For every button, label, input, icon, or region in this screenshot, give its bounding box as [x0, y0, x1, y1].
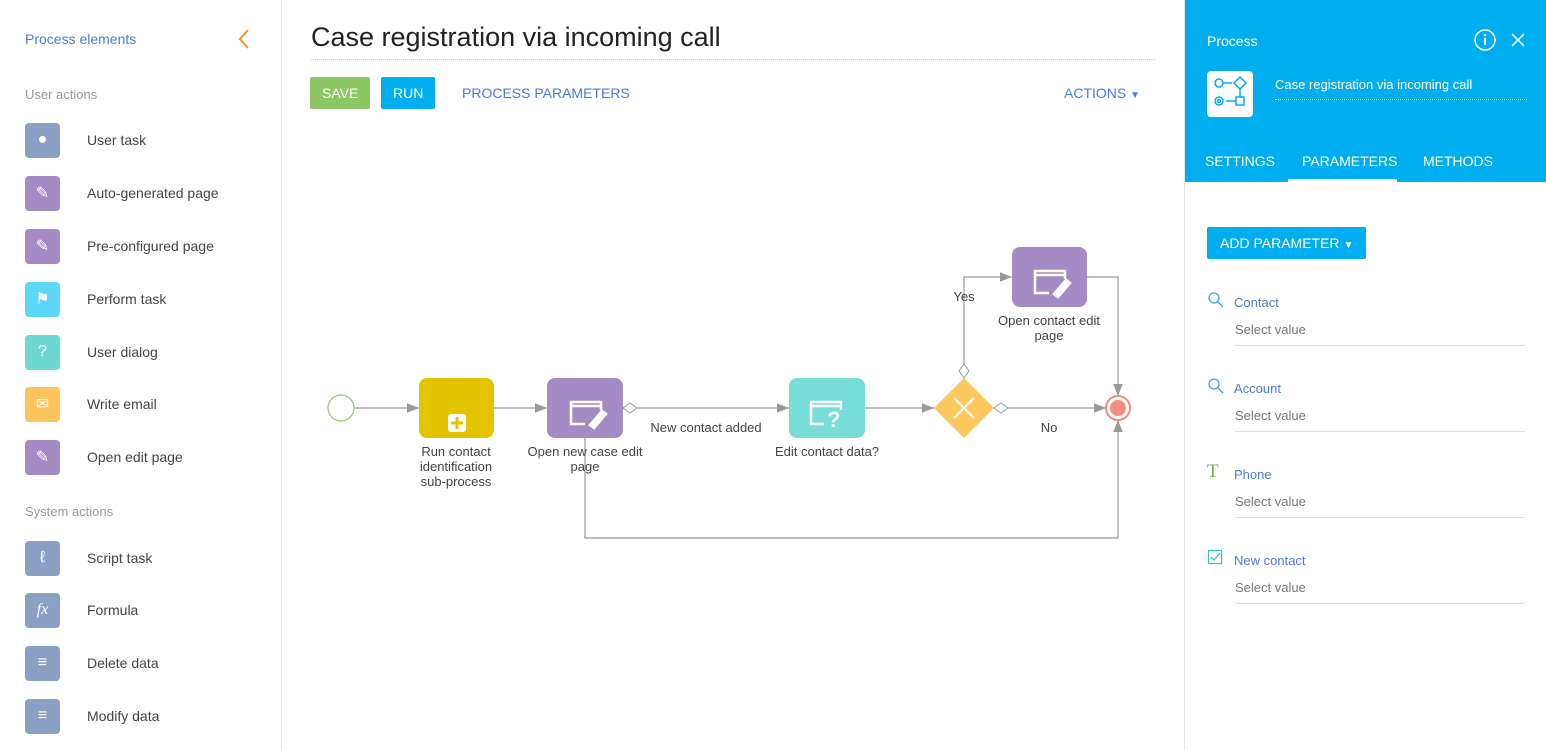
- sidebar-item-open-edit-page[interactable]: ✎ Open edit page: [25, 439, 265, 475]
- parameter-value[interactable]: Select value: [1235, 408, 1525, 432]
- flow-line-yes[interactable]: [963, 272, 1012, 378]
- collapse-chevron-icon[interactable]: [236, 26, 252, 52]
- process-parameters-link[interactable]: PROCESS PARAMETERS: [462, 85, 630, 101]
- process-properties-panel: Process Case registration via incoming c…: [1184, 0, 1546, 750]
- process-icon: [1207, 71, 1253, 117]
- user-icon: ●: [25, 122, 60, 158]
- sidebar-item-auto-generated-page[interactable]: ✎ Auto-generated page: [25, 175, 265, 211]
- process-name-field[interactable]: Case registration via incoming call: [1275, 77, 1527, 100]
- page-edit-icon: [1033, 269, 1072, 299]
- close-icon[interactable]: [1510, 32, 1526, 48]
- sidebar-item-label: User dialog: [87, 344, 158, 360]
- sidebar-item-perform-task[interactable]: ⚑ Perform task: [25, 281, 265, 317]
- page-title: Case registration via incoming call: [311, 22, 1156, 60]
- save-button[interactable]: SAVE: [310, 77, 371, 109]
- script-icon: ℓ: [25, 540, 60, 576]
- sidebar-item-label: Pre-configured page: [87, 238, 214, 254]
- parameter-label: Contact: [1234, 295, 1279, 310]
- checkbox-icon: [1207, 549, 1223, 565]
- sidebar-item-label: Delete data: [87, 655, 159, 671]
- parameter-label: Account: [1234, 381, 1281, 396]
- user-dialog-node[interactable]: ?: [789, 378, 865, 438]
- group-system-actions: System actions: [25, 504, 114, 519]
- user-dialog-label: Edit contact data?: [775, 444, 879, 459]
- add-parameter-label: ADD PARAMETER: [1220, 235, 1340, 251]
- sidebar-item-label: Modify data: [87, 708, 160, 724]
- add-parameter-button[interactable]: ADD PARAMETER ▼: [1207, 227, 1367, 259]
- parameter-label: Phone: [1234, 467, 1272, 482]
- parameter-value[interactable]: Select value: [1235, 580, 1525, 604]
- sidebar-item-label: Script task: [87, 550, 153, 566]
- flow-label-yes: Yes: [953, 289, 975, 304]
- x-icon: [953, 397, 975, 419]
- sidebar-item-label: Formula: [87, 602, 139, 618]
- lookup-icon: [1208, 378, 1224, 394]
- actions-label: ACTIONS: [1064, 85, 1127, 101]
- sidebar-item-label: Write email: [87, 396, 157, 412]
- tab-parameters[interactable]: PARAMETERS: [1288, 153, 1397, 182]
- modify-data-icon: ≡: [25, 698, 60, 734]
- conditional-flow-marker: [958, 363, 970, 379]
- sidebar-item-pre-configured-page[interactable]: ✎ Pre-configured page: [25, 228, 265, 264]
- sidebar-item-label: Perform task: [87, 291, 167, 307]
- delete-data-icon: ≡: [25, 645, 60, 681]
- conditional-flow-marker: [993, 402, 1009, 414]
- page-edit-icon: [569, 400, 608, 430]
- parameter-value[interactable]: Select value: [1235, 494, 1525, 518]
- sidebar-item-label: Open edit page: [87, 449, 183, 465]
- exclusive-gateway[interactable]: [934, 378, 994, 438]
- envelope-icon: ✉: [25, 386, 60, 422]
- tab-settings[interactable]: SETTINGS: [1205, 153, 1276, 169]
- open-contact-page-node[interactable]: [1012, 247, 1087, 307]
- page-edit-icon: ✎: [25, 175, 60, 211]
- flag-icon: ⚑: [25, 281, 60, 317]
- page-edit-icon: ✎: [25, 439, 60, 475]
- sidebar-item-modify-data[interactable]: ≡ Modify data: [25, 698, 265, 734]
- start-event[interactable]: [327, 394, 355, 422]
- sidebar-item-formula[interactable]: fx Formula: [25, 592, 265, 628]
- info-icon[interactable]: [1473, 28, 1497, 52]
- group-user-actions: User actions: [25, 87, 98, 102]
- page-edit-icon: ✎: [25, 228, 60, 264]
- tab-methods[interactable]: METHODS: [1423, 153, 1493, 169]
- parameter-value[interactable]: Select value: [1235, 322, 1525, 346]
- sidebar-item-write-email[interactable]: ✉ Write email: [25, 386, 265, 422]
- sidebar-item-label: User task: [87, 132, 147, 148]
- dialog-question-icon: ?: [809, 400, 843, 432]
- sidebar-item-script-task[interactable]: ℓ Script task: [25, 540, 265, 576]
- actions-dropdown[interactable]: ACTIONS ▼: [1064, 85, 1140, 101]
- flow-line-loop[interactable]: [584, 420, 1123, 539]
- sidebar-item-delete-data[interactable]: ≡ Delete data: [25, 645, 265, 681]
- end-event[interactable]: [1105, 395, 1131, 421]
- dialog-question-icon: ?: [25, 334, 60, 370]
- subprocess-node[interactable]: [419, 378, 494, 438]
- text-icon: T: [1207, 461, 1219, 482]
- sidebar-item-user-task[interactable]: ● User task: [25, 122, 265, 158]
- caret-down-icon: ▼: [1130, 90, 1141, 101]
- process-elements-sidebar: Process elements User actions ● User task…: [0, 0, 282, 750]
- run-button[interactable]: RUN: [381, 77, 436, 109]
- flow-label-new-contact: New contact added: [650, 420, 761, 435]
- flow-label-no: No: [1041, 420, 1058, 435]
- panel-header: Process Case registration via incoming c…: [1185, 0, 1546, 182]
- sidebar-title: Process elements: [25, 31, 137, 47]
- svg-text:?: ?: [827, 407, 840, 432]
- conditional-flow-marker: [622, 402, 638, 414]
- sidebar-item-user-dialog[interactable]: ? User dialog: [25, 334, 265, 370]
- parameter-label: New contact: [1234, 553, 1306, 568]
- fx-icon: fx: [25, 592, 60, 628]
- caret-down-icon: ▼: [1343, 240, 1354, 251]
- panel-title: Process: [1207, 33, 1258, 49]
- sidebar-item-label: Auto-generated page: [87, 185, 219, 201]
- lookup-icon: [1208, 292, 1224, 308]
- designer-area: Case registration via incoming call SAVE…: [283, 0, 1183, 750]
- flow-line[interactable]: [1087, 276, 1123, 396]
- open-case-page-node[interactable]: [547, 378, 623, 438]
